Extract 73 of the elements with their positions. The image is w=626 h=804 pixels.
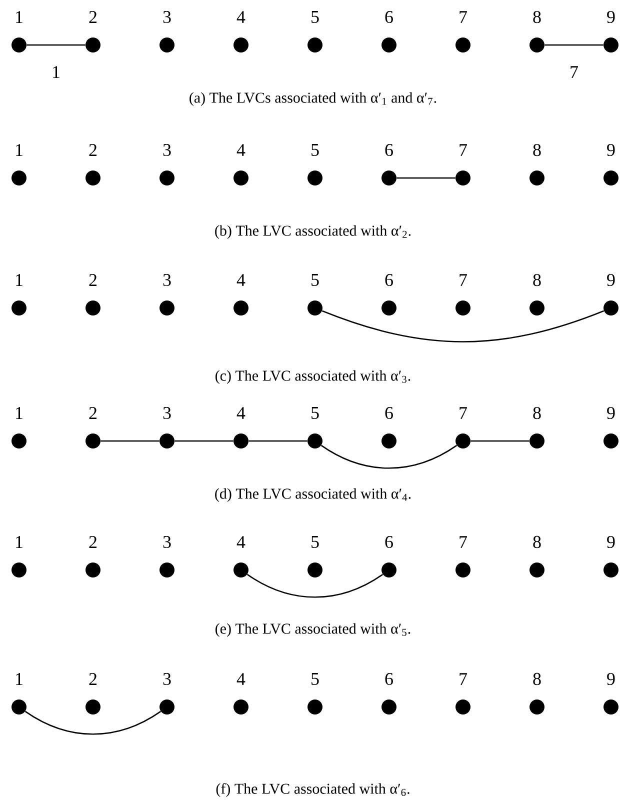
dot-number: 3: [163, 672, 171, 686]
connector-line: [100, 440, 160, 442]
dot-number: 1: [16, 274, 22, 286]
caption: (c) The LVC associated with α′$_{3}$.: [216, 370, 410, 384]
connector-line: [248, 440, 308, 442]
dot-number: 5: [312, 536, 319, 548]
dot-number: 6: [385, 10, 393, 24]
connector-line: [320, 444, 458, 469]
dot-number: 1: [16, 11, 22, 23]
connector-line: [26, 44, 86, 46]
caption: (d) The LVC associated with α′$_{4}$.: [215, 488, 411, 502]
caption: (a) The LVCs associated with α′$_{1}$ and α′$_{7}$.: [190, 92, 436, 106]
dot-number: 7: [460, 536, 467, 548]
dot-number: 5: [312, 11, 319, 23]
dot-number: 7: [460, 144, 467, 156]
dot-number: 3: [163, 10, 171, 24]
dot-number: 1: [16, 144, 22, 156]
dot-number: 7: [460, 407, 467, 419]
dot-number: 4: [236, 407, 246, 419]
dot-number: 5: [312, 144, 319, 156]
dot-number: 2: [89, 673, 97, 685]
caption: (f) The LVC associated with α′$_{6}$.: [216, 783, 410, 797]
dot-number: 8: [533, 144, 541, 156]
connector-line: [322, 310, 604, 342]
dot-number: 2: [89, 536, 97, 548]
dot-number: 5: [312, 274, 319, 286]
caption: (e) The LVC associated with α′$_{5}$.: [216, 623, 410, 637]
connector-line: [246, 574, 384, 598]
dot-number: 1: [16, 407, 22, 419]
dot-number: 9: [607, 144, 615, 156]
dot-number: 2: [89, 274, 97, 286]
dot-number: 6: [385, 406, 393, 420]
dot-number: 5: [312, 673, 319, 685]
dot-number: 3: [163, 536, 171, 548]
dot-number: 7: [460, 673, 467, 685]
dot-number: 2: [89, 11, 97, 23]
connector-line: [396, 177, 456, 179]
dot-number: 8: [533, 536, 541, 548]
dot-number: 4: [236, 274, 246, 286]
dot-number: 9: [607, 672, 615, 686]
dot-number: 3: [163, 406, 171, 420]
dot-number: 8: [533, 406, 541, 420]
connector-line: [174, 440, 234, 442]
dot-number: 9: [607, 406, 615, 420]
dot-number: 8: [533, 274, 541, 286]
dot-number: 7: [460, 11, 467, 23]
dot-number: 7: [460, 274, 467, 286]
dot-number: 6: [385, 274, 393, 286]
dot-number: 9: [607, 10, 615, 24]
dot-number: 6: [385, 144, 393, 156]
dot-number: 6: [385, 536, 393, 548]
dot-number: 4: [236, 673, 246, 685]
dot-number: 4: [236, 144, 246, 156]
dot-number: 6: [385, 672, 393, 686]
dot-number: 4: [236, 11, 246, 23]
edge-label: 1: [50, 65, 62, 79]
dot-number: 3: [163, 274, 171, 286]
dot-number: 5: [312, 407, 319, 419]
dot-number: 4: [236, 536, 246, 548]
dot-number: 1: [16, 536, 22, 548]
connector-line: [470, 440, 530, 442]
dot-number: 8: [533, 10, 541, 24]
edge-label: 7: [568, 65, 580, 79]
dot-number: 2: [89, 144, 97, 156]
dot-number: 9: [607, 536, 615, 548]
dot-number: 2: [89, 407, 97, 419]
dot-number: 9: [607, 274, 615, 286]
dot-number: 8: [533, 672, 541, 686]
connector-line: [24, 710, 162, 735]
dot-number: 1: [16, 673, 22, 685]
dot-number: 3: [163, 144, 171, 156]
connector-line: [544, 44, 604, 46]
caption: (b) The LVC associated with α′$_{2}$.: [215, 225, 411, 239]
